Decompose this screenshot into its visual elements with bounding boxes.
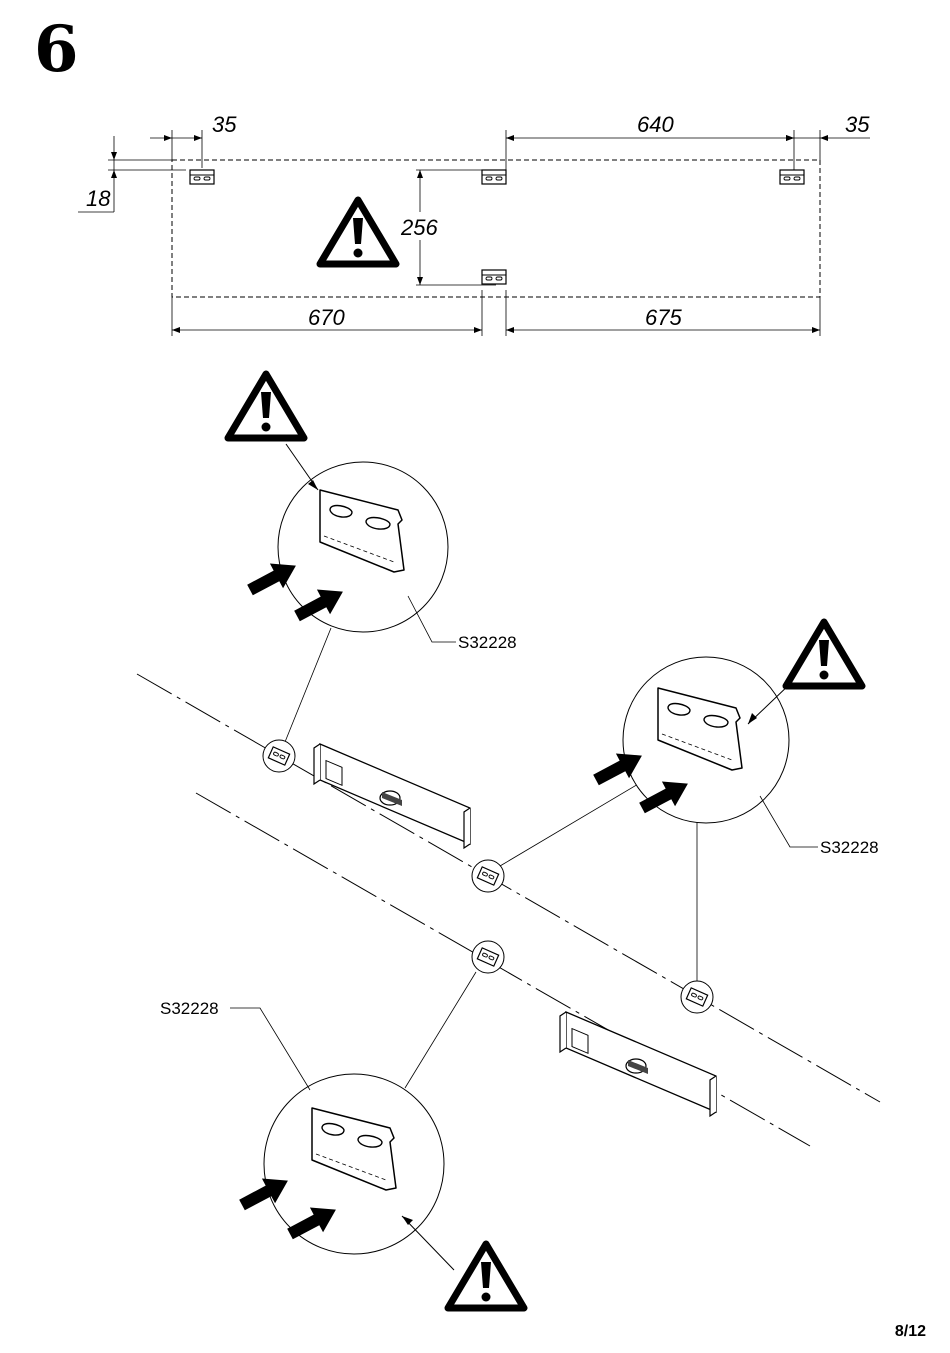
bracket-icon	[681, 981, 713, 1013]
dim-right-width: 675	[645, 305, 682, 330]
bracket-icon	[780, 170, 804, 184]
warning-icon	[448, 1244, 524, 1308]
wall-assembly: S32228 S32228 S32228	[137, 374, 880, 1308]
part-code-label: S32228	[820, 838, 879, 857]
bracket-icon	[472, 860, 504, 892]
dim-top-offset: 18	[86, 186, 111, 211]
bracket-icon	[482, 270, 506, 284]
spirit-level-icon	[314, 744, 470, 848]
dim-spacing: 640	[637, 112, 674, 137]
warning-icon	[786, 622, 862, 686]
dim-right-edge: 35	[845, 112, 870, 137]
bracket-icon	[472, 941, 504, 973]
warning-icon	[228, 374, 304, 438]
bracket-icon	[190, 170, 214, 184]
dim-left-width: 670	[308, 305, 345, 330]
dim-left-edge: 35	[212, 112, 237, 137]
part-code-label: S32228	[160, 999, 219, 1018]
spirit-level-icon	[560, 1012, 716, 1116]
bracket-icon	[263, 740, 295, 772]
bracket-icon	[482, 170, 506, 184]
warning-icon	[320, 200, 396, 264]
dim-vertical-spacing: 256	[400, 215, 438, 240]
part-code-label: S32228	[458, 633, 517, 652]
dimension-schematic: 35 18 640 35 256	[78, 112, 870, 336]
